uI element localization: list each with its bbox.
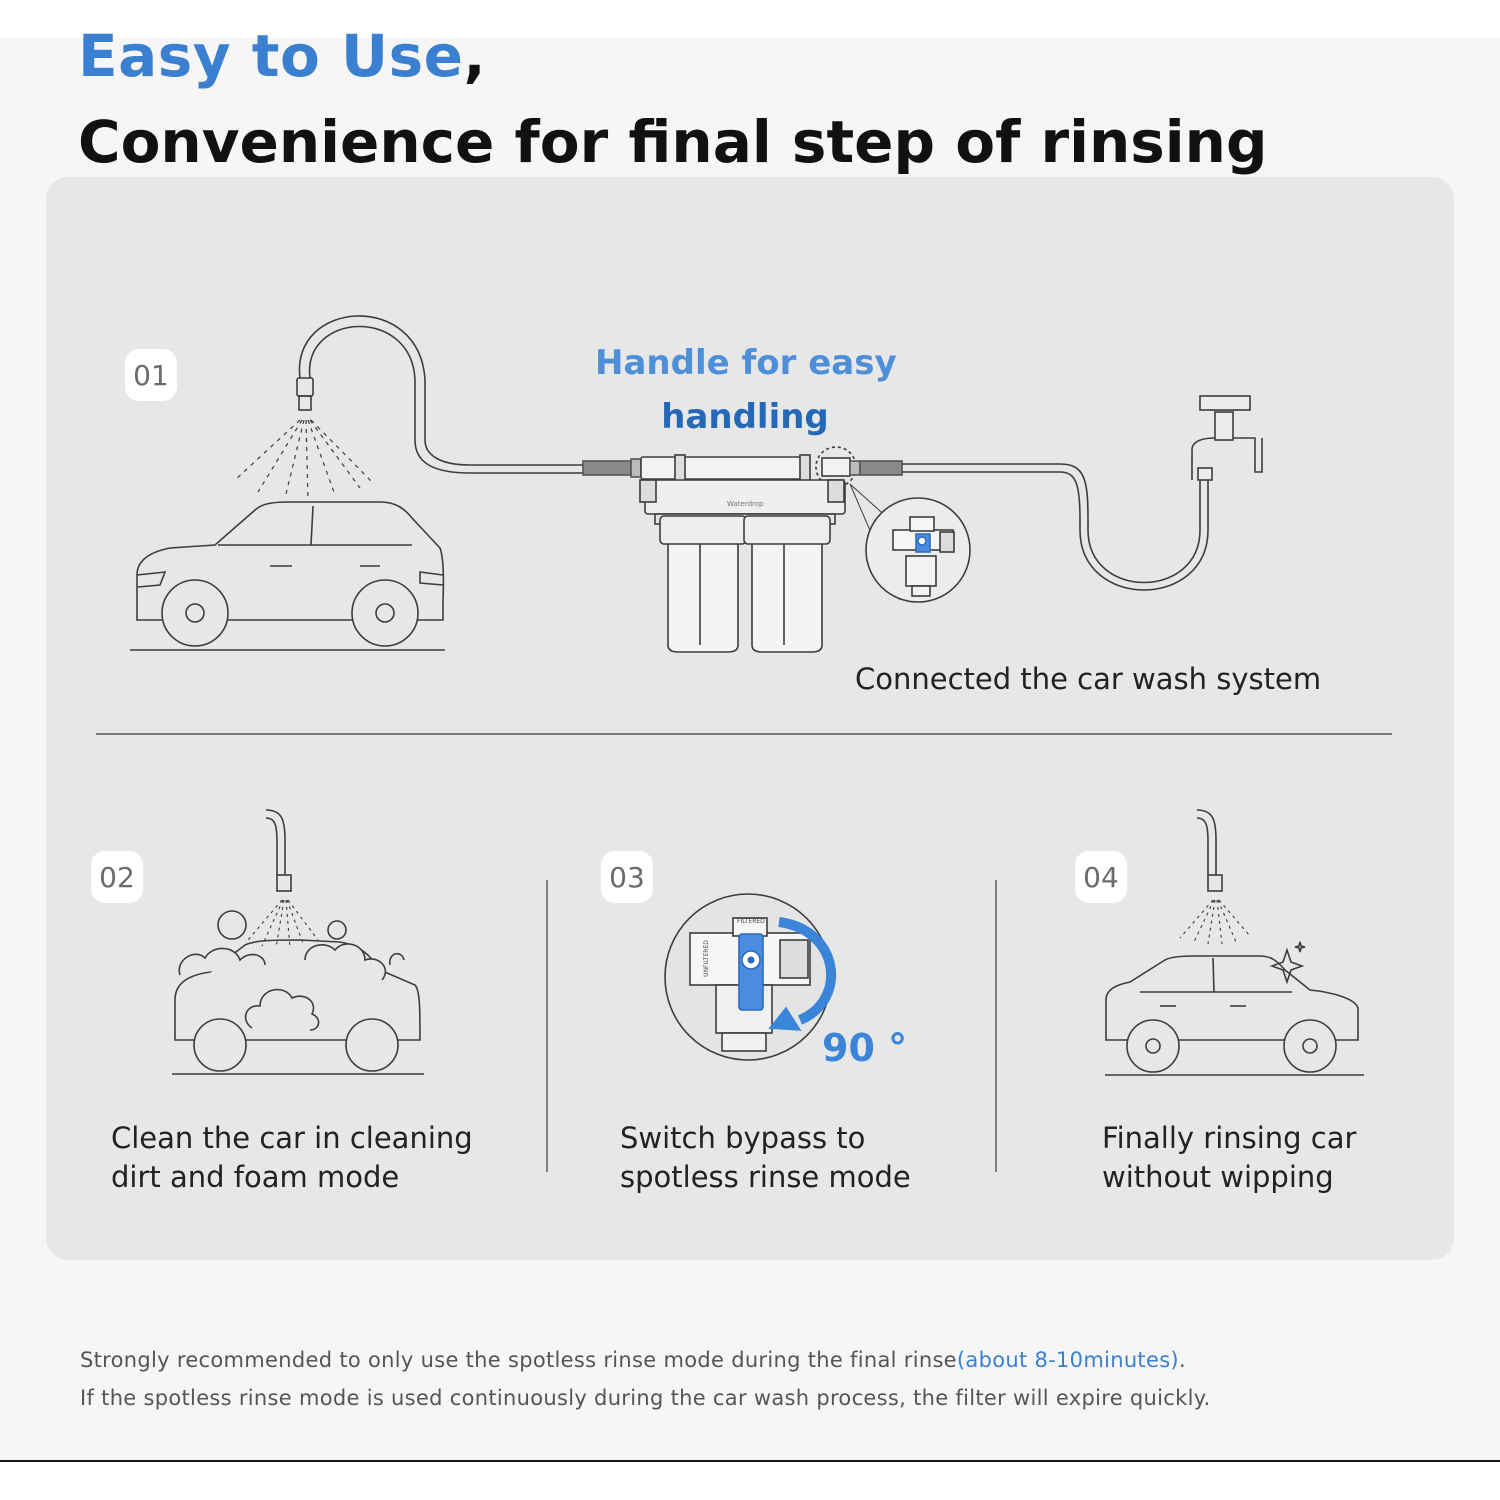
handle-callout-line2: handling [661,397,829,437]
step1-number-badge: 01 [125,349,177,401]
rotation-angle-label: 90 ° [822,1026,908,1070]
footnote-line1: Strongly recommended to only use the spo… [80,1348,1186,1372]
step2-number-badge: 02 [91,851,143,903]
step2-foam-car-illustration [172,809,424,1075]
step1-car-illustration [130,315,585,651]
valve-label-filtered: FILTERED [737,918,765,925]
step2-caption: Clean the car in cleaning dirt and foam … [111,1119,473,1197]
step2-caption-line1: Clean the car in cleaning [111,1121,473,1155]
rinse-duration-highlight: (about 8-10minutes) [956,1348,1179,1372]
step3-caption: Switch bypass to spotless rinse mode [620,1119,911,1197]
step3-number-badge: 03 [601,851,653,903]
step3-caption-line1: Switch bypass to [620,1121,866,1155]
step4-number-badge: 04 [1075,851,1127,903]
steps-panel [46,177,1454,1260]
step1-filter-system [582,395,1263,653]
step4-caption-line2: without wipping [1102,1160,1334,1194]
heading-easy-to-use: Easy to Use, [78,22,487,90]
step3-caption-line2: spotless rinse mode [620,1160,911,1194]
step4-caption: Finally rinsing car without wipping [1102,1119,1356,1197]
step2-caption-line2: dirt and foam mode [111,1160,400,1194]
handle-callout-line1: Handle for easy [595,343,897,383]
handle-callout: Handle for easy handling [595,336,897,444]
step3-valve-illustration [664,893,837,1061]
step1-caption: Connected the car wash system [855,662,1322,696]
step4-clean-car-illustration [1105,809,1364,1076]
valve-label-unfiltered: UNFILTERED [702,940,710,977]
page-title: Convenience for final step of rinsing [78,108,1268,176]
filter-brand-label: Waterdrop [727,500,764,508]
footnote-line2: If the spotless rinse mode is used conti… [80,1386,1211,1410]
step4-caption-line1: Finally rinsing car [1102,1121,1357,1155]
